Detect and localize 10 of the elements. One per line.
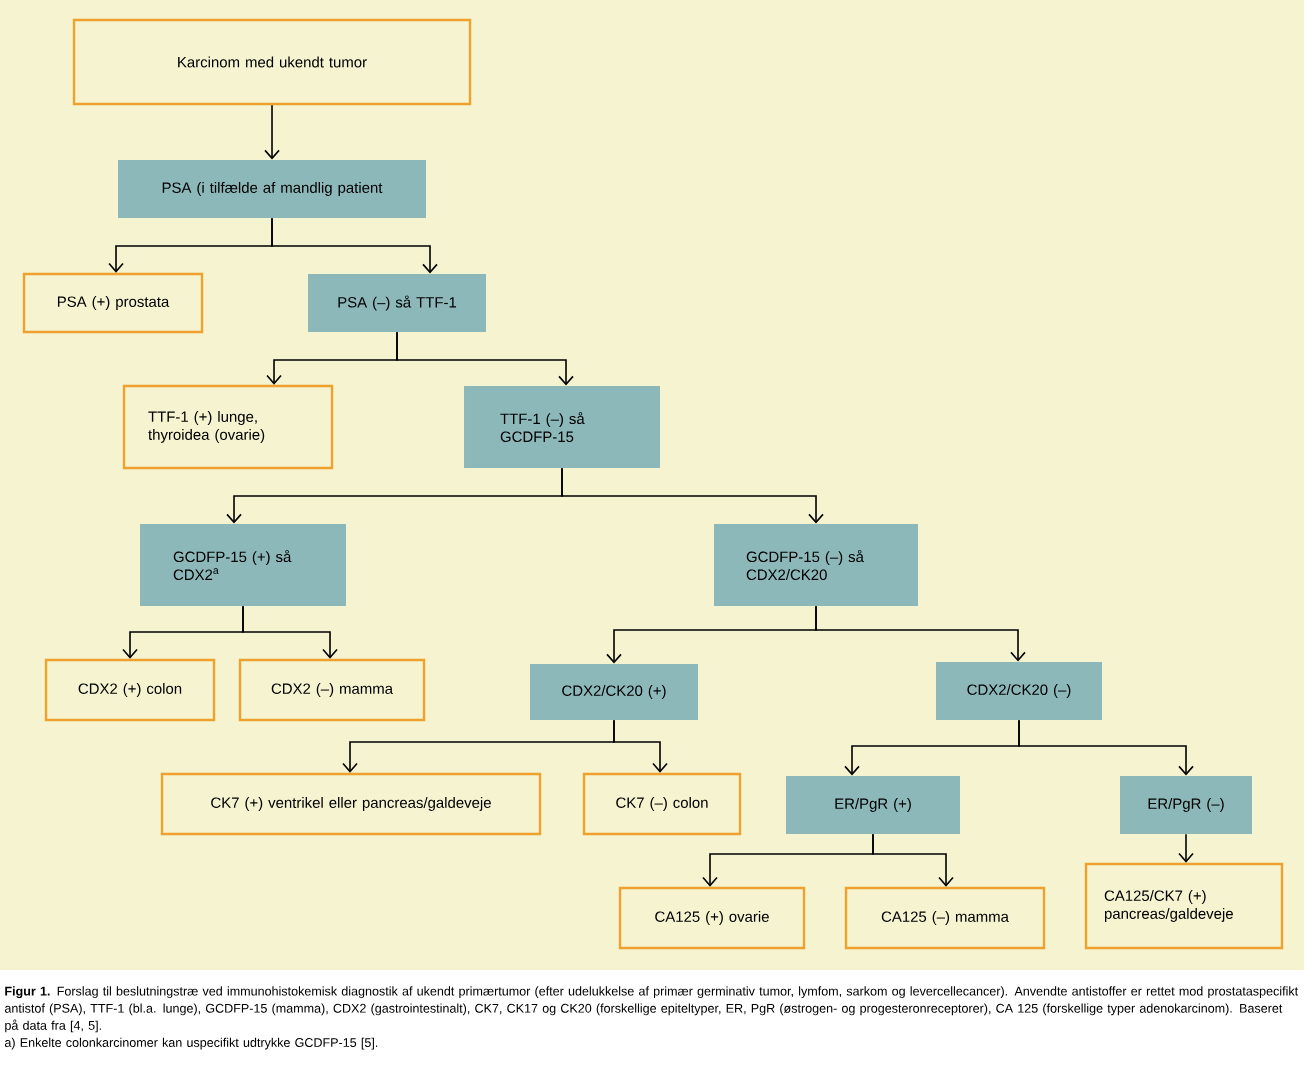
arrow <box>872 833 954 887</box>
arrow <box>815 605 1026 662</box>
arrow <box>1178 833 1194 863</box>
arrow <box>264 104 280 160</box>
arrow <box>1018 719 1194 776</box>
arrow <box>242 605 338 659</box>
arrow <box>396 331 574 386</box>
arrow <box>613 719 668 773</box>
arrow <box>561 467 824 524</box>
arrow <box>271 217 438 274</box>
